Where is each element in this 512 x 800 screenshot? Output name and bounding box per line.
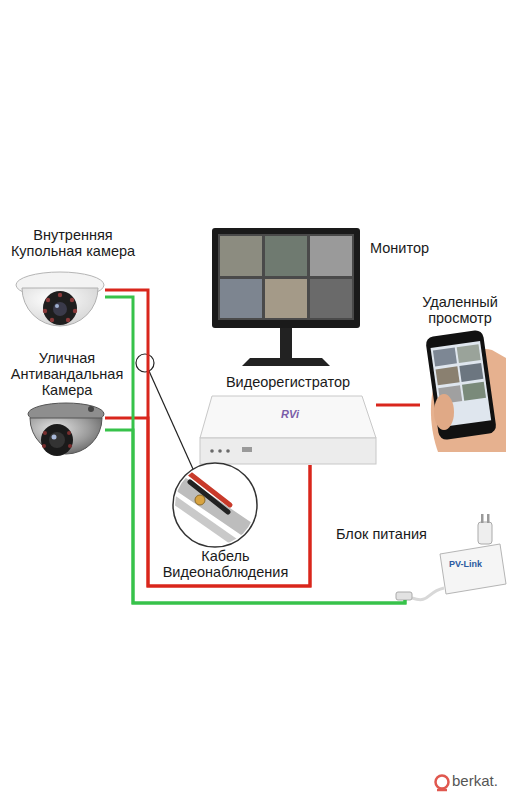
phone-node: Удаленный просмотр [420, 332, 502, 450]
monitor-part [280, 328, 292, 358]
dvr-node: Видеорегистратор [200, 395, 376, 465]
power-adapter-part [487, 514, 490, 523]
smartphone-in-hand-part-part [436, 366, 460, 385]
watermark-icon-part [436, 776, 449, 789]
dvr-recorder-part [218, 449, 222, 453]
monitor-part [220, 279, 262, 318]
vandal-camera-part [88, 406, 94, 412]
device-label: Монитор [370, 240, 450, 256]
smartphone-in-hand-part-part [425, 329, 497, 440]
power-adapter-part [396, 592, 412, 600]
dome-camera-part [46, 298, 50, 302]
video-cable [105, 418, 310, 586]
smartphone-in-hand-part-part [457, 344, 481, 363]
vandal-camera-part [68, 444, 72, 448]
power-supply-node: Блок питания [378, 548, 506, 600]
cable-callout-part [149, 371, 193, 469]
dome-camera-part [66, 318, 70, 322]
dome-camera-part [55, 304, 59, 308]
vandal-camera-part [49, 432, 65, 448]
power-adapter-part [440, 544, 506, 594]
cable-callout-part [160, 470, 270, 560]
device-label: Видеорегистратор [200, 374, 376, 390]
monitor-part [310, 236, 352, 276]
smartphone-in-hand [425, 329, 506, 452]
dome-camera-node: Внутренняя Купольная камера [15, 265, 105, 345]
cable-callout-part-part [190, 482, 228, 512]
power-adapter-part [481, 514, 484, 523]
monitor-part [220, 236, 262, 276]
smartphone-in-hand-part [434, 394, 454, 430]
monitor-part [218, 234, 354, 320]
dvr-recorder-part [210, 449, 214, 453]
smartphone-in-hand-part [425, 329, 497, 440]
dvr-recorder-part [242, 447, 252, 452]
dome-camera-part [53, 302, 67, 316]
brand-logo: PV-Link [449, 560, 493, 570]
device-label: Внутренняя Купольная камера [5, 227, 141, 259]
monitor-node: Монитор [210, 226, 362, 366]
watermark-icon-part [437, 789, 447, 792]
dome-camera-part [58, 293, 62, 297]
dvr-recorder-part [226, 449, 230, 453]
smartphone-in-hand-part-part [459, 363, 483, 382]
dvr-recorder-part [200, 396, 376, 438]
device-label: Удаленный просмотр [412, 294, 508, 326]
monitor-part [212, 228, 360, 328]
monitor [212, 228, 360, 366]
cable-callout-part [136, 354, 154, 372]
smartphone-in-hand-part-part [433, 348, 457, 367]
cable-callout-part-part [160, 470, 270, 545]
vandal-camera-part [42, 444, 46, 448]
dvr-recorder [200, 396, 376, 464]
power-wire [105, 297, 405, 603]
device-label: Уличная Антивандальная Камера [8, 350, 126, 398]
street-camera-node: Уличная Антивандальная Камера [25, 400, 105, 470]
vandal-camera-part [52, 435, 57, 440]
video-cable [105, 290, 310, 586]
smartphone-in-hand-part-part [462, 382, 486, 401]
dome-camera-part [73, 309, 77, 313]
dome-camera-part [22, 288, 98, 326]
dome-camera [16, 272, 104, 326]
cable-label: Кабель Видеонаблюдения [158, 548, 293, 580]
network-link [376, 404, 420, 407]
device-label: Блок питания [336, 526, 446, 542]
watermark-icon [436, 776, 449, 791]
vandal-camera-part [43, 431, 47, 435]
dome-camera-part [70, 298, 74, 302]
vandal-camera [28, 403, 104, 456]
cable-callout-part-part [185, 470, 230, 505]
cable-callout-part-part [195, 495, 205, 505]
dome-camera-part [43, 291, 77, 325]
monitor-part [242, 358, 330, 366]
monitor-part [265, 236, 307, 276]
watermark: berkat. [452, 773, 508, 790]
monitor-part [310, 279, 352, 318]
vandal-camera-part [67, 431, 71, 435]
dome-camera-part [43, 309, 47, 313]
brand-logo: RVi [272, 408, 308, 420]
power-wire [105, 430, 405, 603]
vandal-camera-part [41, 424, 73, 456]
dome-camera-part [50, 318, 54, 322]
dvr-recorder-part [200, 438, 376, 464]
power-adapter-part [478, 522, 492, 544]
monitor-part [265, 279, 307, 318]
power-adapter-part [412, 588, 444, 600]
